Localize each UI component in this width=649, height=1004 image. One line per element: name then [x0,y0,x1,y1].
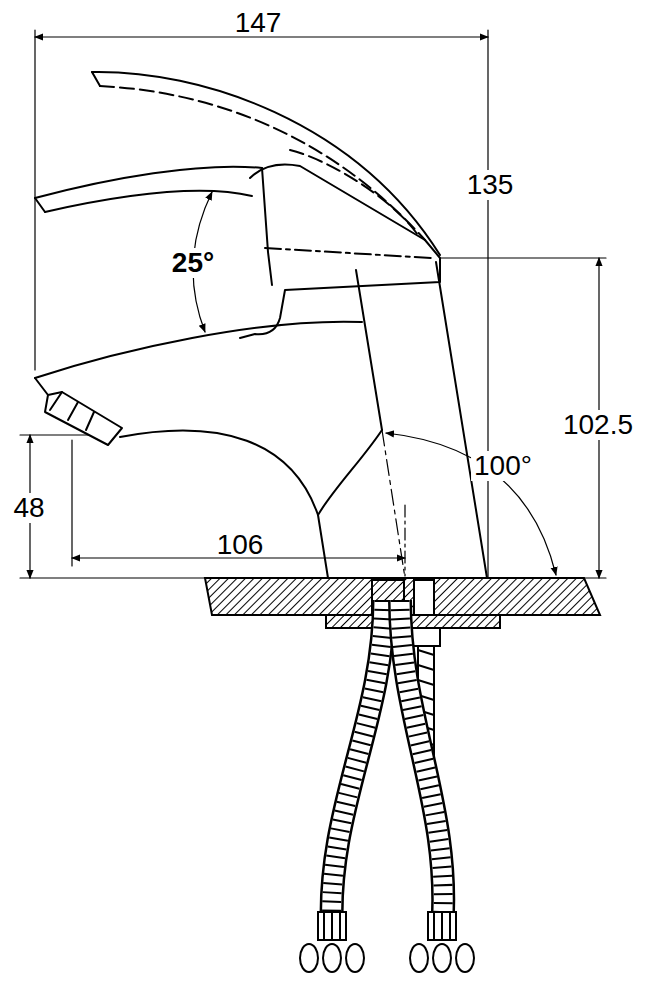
dimension-label: 25° [169,248,217,278]
dimension-label: 147 [232,8,285,38]
dimension-label: 100° [471,451,535,481]
dimension-label: 48 [10,493,47,523]
dimension-label: 102.5 [560,410,636,440]
dimension-label: 106 [214,530,267,560]
dimension-label: 135 [464,170,517,200]
